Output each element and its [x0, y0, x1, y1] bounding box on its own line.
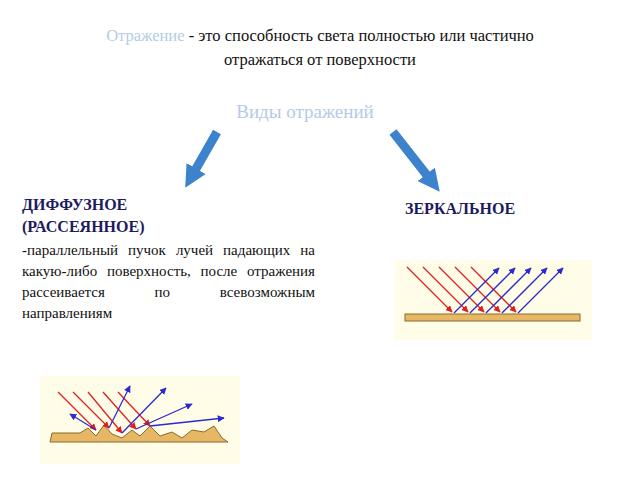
- group-heading: Виды отражений: [205, 100, 405, 124]
- type-node: ЗЕРКАЛЬНОЕ: [405, 198, 565, 220]
- definition: Отражение - это способность света полнос…: [70, 24, 570, 72]
- space: [185, 26, 189, 45]
- incident-rays: [407, 267, 516, 312]
- scattered-rays: [70, 386, 224, 433]
- definition-text: - это способность света полностью или ча…: [189, 26, 534, 69]
- type-heading: ЗЕРКАЛЬНОЕ: [405, 198, 565, 220]
- reflected-rays: [454, 268, 563, 313]
- specular-illustration: [395, 260, 592, 340]
- arrow-connector: [194, 132, 217, 172]
- arrow-connector: [393, 132, 429, 178]
- title-term: Отражение: [106, 26, 184, 45]
- category-node: Виды отражений: [205, 100, 405, 124]
- picture-ground: [395, 260, 592, 340]
- type-heading: ДИФФУЗНОЕ (РАССЕЯННОЕ): [22, 194, 192, 238]
- type-node: ДИФФУЗНОЕ (РАССЕЯННОЕ)-параллельный пучо…: [22, 194, 315, 324]
- mirror-surface: [405, 314, 580, 321]
- picture-ground: [40, 376, 240, 464]
- diffuse-illustration: [40, 376, 240, 464]
- type-description: -параллельный пучок лучей падающих на ка…: [22, 240, 315, 324]
- incident-rays: [58, 392, 150, 433]
